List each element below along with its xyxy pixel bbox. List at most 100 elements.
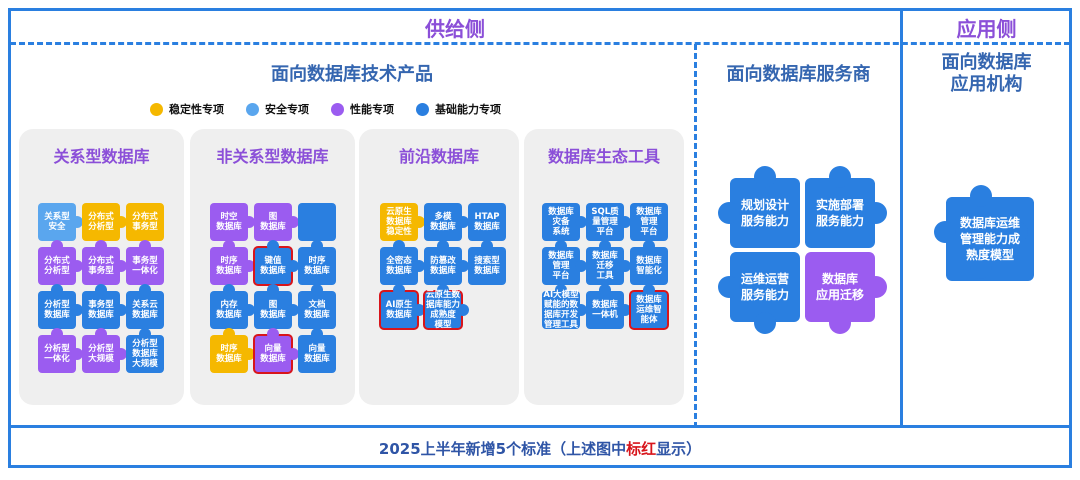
puzzle-piece-label: 数据库灾备系统 bbox=[547, 207, 575, 237]
puzzle-piece: 数据库智能化 bbox=[630, 247, 668, 285]
puzzle-piece: SQL质量管理平台 bbox=[586, 203, 624, 241]
puzzle-piece: 数据库运维智能体 bbox=[630, 291, 668, 329]
puzzle-piece: 向量数据库 bbox=[298, 335, 336, 373]
puzzle-piece: 分布式事务型 bbox=[126, 203, 164, 241]
puzzle-piece-label: 分析型数据库大规模 bbox=[131, 339, 159, 369]
puzzle-piece: 数据库灾备系统 bbox=[542, 203, 580, 241]
legend-item: 稳定性专项 bbox=[150, 101, 224, 117]
puzzle-piece: 键值数据库 bbox=[254, 247, 292, 285]
puzzle-piece-label: 时空数据库 bbox=[215, 212, 243, 232]
puzzle-piece-label: 内存数据库 bbox=[215, 300, 243, 320]
legend-item: 基础能力专项 bbox=[416, 101, 501, 117]
puzzle-piece: 时序数据库 bbox=[210, 247, 248, 285]
puzzle-piece: 云原生数据库稳定性 bbox=[380, 203, 418, 241]
big-puzzle-piece-label: 规划设计服务能力 bbox=[741, 197, 789, 229]
puzzle-piece-label: 分析型大规模 bbox=[87, 344, 115, 364]
header-divider bbox=[10, 42, 1070, 45]
puzzle-piece: 关系型安全 bbox=[38, 203, 76, 241]
puzzle-piece: AI大模型赋能的数据库开发管理工具 bbox=[542, 291, 580, 329]
legend-label: 安全专项 bbox=[265, 101, 309, 117]
big-puzzle-piece-label: 运维运营服务能力 bbox=[741, 271, 789, 303]
legend-dot-icon bbox=[246, 103, 259, 116]
legend-item: 性能专项 bbox=[331, 101, 394, 117]
products-section-title: 面向数据库技术产品 bbox=[10, 64, 694, 86]
puzzle-piece: 分布式事务型 bbox=[82, 247, 120, 285]
panel-title-frontier: 前沿数据库 bbox=[359, 143, 519, 167]
puzzle-piece: 文档数据库 bbox=[298, 291, 336, 329]
puzzle-piece-label: 全密态数据库 bbox=[385, 256, 413, 276]
puzzle-piece-label: 多模数据库 bbox=[429, 212, 457, 232]
legend-label: 性能专项 bbox=[350, 101, 394, 117]
big-puzzle-piece: 运维运营服务能力 bbox=[730, 252, 800, 322]
supply-side-header: 供给侧 bbox=[10, 13, 900, 42]
puzzle-piece: 关系云数据库 bbox=[126, 291, 164, 329]
big-puzzle-piece: 实施部署服务能力 bbox=[805, 178, 875, 248]
puzzle-piece: 事务型数据库 bbox=[82, 291, 120, 329]
puzzle-piece-label: AI原生数据库 bbox=[385, 300, 414, 320]
puzzle-piece: 分析型数据库 bbox=[38, 291, 76, 329]
puzzle-piece-label: 时序数据库 bbox=[215, 344, 243, 364]
puzzle-piece: 防篡改数据库 bbox=[424, 247, 462, 285]
footer-note: 2025上半年新增5个标准（上述图中标红显示） bbox=[8, 428, 1072, 468]
puzzle-piece-label: 时序数据库 bbox=[215, 256, 243, 276]
puzzle-piece-label: AI大模型赋能的数据库开发管理工具 bbox=[542, 290, 579, 330]
legend-dot-icon bbox=[416, 103, 429, 116]
puzzle-piece-label: 数据库迁移工具 bbox=[591, 251, 619, 281]
puzzle-piece-label: 分布式事务型 bbox=[87, 256, 115, 276]
puzzle-piece: 内存数据库 bbox=[210, 291, 248, 329]
puzzle-piece-label: 防篡改数据库 bbox=[429, 256, 457, 276]
puzzle-piece-label: 分布式分析型 bbox=[87, 212, 115, 232]
puzzle-piece: 数据库一体机 bbox=[586, 291, 624, 329]
panel-title-relational: 关系型数据库 bbox=[19, 143, 184, 167]
puzzle-piece: 图数据库 bbox=[254, 203, 292, 241]
puzzle-piece-label: 搜索型数据库 bbox=[473, 256, 501, 276]
legend-item: 安全专项 bbox=[246, 101, 309, 117]
puzzle-piece: 时序数据库 bbox=[298, 247, 336, 285]
big-puzzle-piece: 数据库应用迁移 bbox=[805, 252, 875, 322]
puzzle-piece: 分布式分析型 bbox=[38, 247, 76, 285]
panel-title-ecosystem: 数据库生态工具 bbox=[524, 143, 684, 167]
legend: 稳定性专项 安全专项 性能专项 基础能力专项 bbox=[150, 101, 501, 117]
puzzle-piece: 云原生数据库能力成熟度模型 bbox=[424, 291, 462, 329]
puzzle-piece-label: 向量数据库 bbox=[303, 344, 331, 364]
puzzle-piece-label: 图数据库 bbox=[259, 300, 287, 320]
puzzle-piece: 数据库管理平台 bbox=[542, 247, 580, 285]
puzzle-piece-label: 云原生数据库稳定性 bbox=[385, 207, 413, 237]
puzzle-piece-label: 分析型一体化 bbox=[43, 344, 71, 364]
big-puzzle-piece: 数据库运维管理能力成熟度模型 bbox=[946, 197, 1034, 281]
legend-label: 基础能力专项 bbox=[435, 101, 501, 117]
puzzle-piece bbox=[298, 203, 336, 241]
puzzle-piece: 事务型一体化 bbox=[126, 247, 164, 285]
puzzle-piece-label: 事务型一体化 bbox=[131, 256, 159, 276]
puzzle-piece-label: 分布式事务型 bbox=[131, 212, 159, 232]
panel-title-nonrelational: 非关系型数据库 bbox=[190, 143, 355, 167]
legend-dot-icon bbox=[150, 103, 163, 116]
puzzle-piece-label: 向量数据库 bbox=[259, 344, 287, 364]
big-puzzle-piece-label: 数据库运维管理能力成熟度模型 bbox=[960, 215, 1020, 263]
big-puzzle-piece-label: 数据库应用迁移 bbox=[816, 271, 864, 303]
legend-label: 稳定性专项 bbox=[169, 101, 224, 117]
big-puzzle-piece: 规划设计服务能力 bbox=[730, 178, 800, 248]
puzzle-piece: 分析型大规模 bbox=[82, 335, 120, 373]
puzzle-piece: 搜索型数据库 bbox=[468, 247, 506, 285]
puzzle-piece: 时空数据库 bbox=[210, 203, 248, 241]
puzzle-piece-label: 键值数据库 bbox=[259, 256, 287, 276]
puzzle-piece: 分析型一体化 bbox=[38, 335, 76, 373]
puzzle-piece: 图数据库 bbox=[254, 291, 292, 329]
puzzle-piece: 全密态数据库 bbox=[380, 247, 418, 285]
products-services-divider bbox=[694, 44, 697, 428]
puzzle-piece: 多模数据库 bbox=[424, 203, 462, 241]
puzzle-piece-label: 时序数据库 bbox=[303, 256, 331, 276]
puzzle-piece-label: 数据库一体机 bbox=[591, 300, 619, 320]
services-section-title: 面向数据库服务商 bbox=[697, 64, 900, 86]
puzzle-piece-label: 云原生数据库能力成熟度模型 bbox=[425, 290, 461, 330]
puzzle-piece-label: 关系云数据库 bbox=[131, 300, 159, 320]
big-puzzle-piece-label: 实施部署服务能力 bbox=[816, 197, 864, 229]
puzzle-piece-label: 关系型安全 bbox=[43, 212, 71, 232]
puzzle-piece-label: 分析型数据库 bbox=[43, 300, 71, 320]
puzzle-piece-label: SQL质量管理平台 bbox=[590, 207, 619, 237]
puzzle-piece: 数据库迁移工具 bbox=[586, 247, 624, 285]
puzzle-piece: AI原生数据库 bbox=[380, 291, 418, 329]
